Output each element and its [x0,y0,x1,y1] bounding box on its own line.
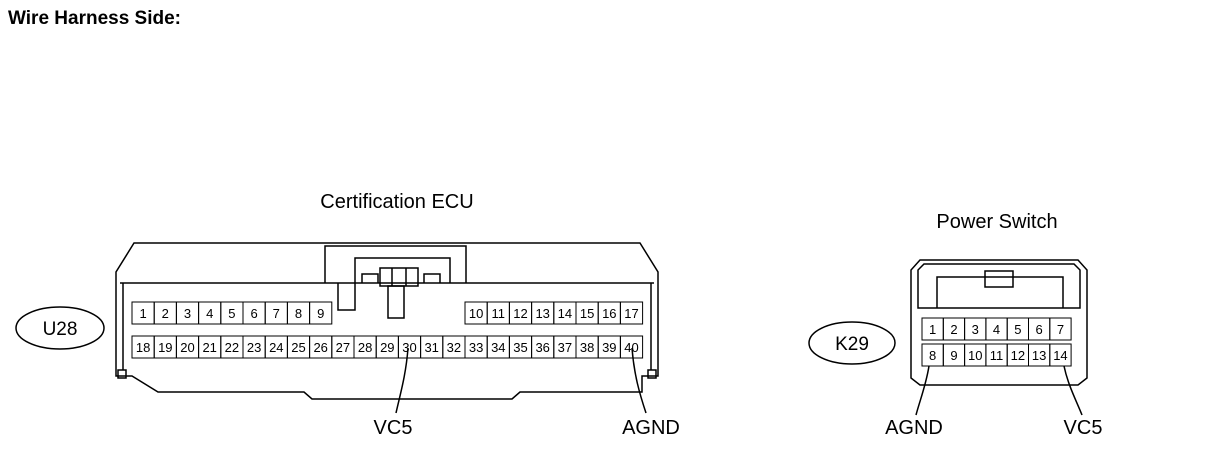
power-switch-connector [910,259,1088,386]
ecu-pin-17: 17 [624,306,638,321]
switch-housing-outline [910,259,1088,386]
switch-connector-code: K29 [835,334,869,355]
ecu-pin-6: 6 [250,306,257,321]
ecu-pin-32: 32 [447,340,461,355]
ecu-pin-40-cell [619,335,644,359]
ecu-pin-34: 34 [491,340,505,355]
switch-pin-10: 10 [968,348,982,363]
ecu-pin-39: 39 [602,340,616,355]
switch-latch-outer [917,263,1081,309]
switch-pin-9: 9 [950,348,957,363]
ecu-pin-17-cell [619,301,644,325]
switch-pin-1: 1 [929,322,936,337]
ecu-pin-37: 37 [558,340,572,355]
ecu-pin-24: 24 [269,340,283,355]
ecu-pin-33: 33 [469,340,483,355]
ecu-pin-28: 28 [358,340,372,355]
switch-pin-5: 5 [1014,322,1021,337]
ecu-pin-31: 31 [424,340,438,355]
ecu-agnd-leader [631,347,647,414]
ecu-pin-26: 26 [313,340,327,355]
ecu-pin-3: 3 [184,306,191,321]
ecu-pin-27: 27 [336,340,350,355]
ecu-leader-lines [395,347,647,414]
switch-vc5-leader [1063,365,1083,416]
ecu-latch-inner [337,257,451,311]
ecu-pin-2: 2 [162,306,169,321]
ecu-vc5-leader [395,347,409,414]
switch-pin-2: 2 [950,322,957,337]
ecu-pin-20: 20 [180,340,194,355]
ecu-latch-stem [387,285,405,319]
ecu-connector-code: U28 [43,319,78,340]
ecu-right-foot [647,369,657,379]
ecu-pin-36: 36 [535,340,549,355]
ecu-pin-5: 5 [228,306,235,321]
ecu-pin-1: 1 [139,306,146,321]
ecu-pin-10: 10 [469,306,483,321]
switch-pin-13: 13 [1032,348,1046,363]
ecu-latch-tab-left [361,273,379,283]
switch-latch-block [984,270,1014,288]
ecu-pin-23: 23 [247,340,261,355]
switch-pin-14-cell [1049,343,1072,367]
ecu-pin-13: 13 [535,306,549,321]
switch-pin-4: 4 [993,322,1000,337]
ecu-latch-outer [324,245,467,283]
ecu-pin-38: 38 [580,340,594,355]
switch-pin-8: 8 [929,348,936,363]
ecu-agnd-label: AGND [622,417,680,439]
ecu-pin-4: 4 [206,306,213,321]
switch-pin-7: 7 [1057,322,1064,337]
ecu-pin-19: 19 [158,340,172,355]
ecu-code-oval [15,306,105,350]
switch-pin-6: 6 [1036,322,1043,337]
ecu-pin-8: 8 [295,306,302,321]
ecu-housing-outline [115,242,659,400]
switch-code-oval [808,321,896,365]
switch-title: Power Switch [936,211,1057,233]
ecu-vc5-label: VC5 [374,417,413,439]
ecu-pin-15: 15 [580,306,594,321]
ecu-latch-tab [423,273,441,283]
ecu-pin-21: 21 [202,340,216,355]
ecu-pin-11: 11 [492,306,506,321]
ecu-pin-30: 30 [402,340,416,355]
ecu-pin-29: 29 [380,340,394,355]
ecu-pin-35: 35 [513,340,527,355]
certification-ecu-connector [115,242,659,400]
switch-agnd-label: AGND [885,417,943,439]
page-title: Wire Harness Side: [8,8,182,29]
switch-pin-12: 12 [1011,348,1025,363]
ecu-pin-16: 16 [602,306,616,321]
switch-latch-inner [936,276,1064,308]
ecu-pin-25: 25 [291,340,305,355]
ecu-pin-9-cell [309,301,333,325]
ecu-left-foot [117,369,127,379]
switch-agnd-leader [915,365,930,416]
ecu-pin-7: 7 [273,306,280,321]
switch-pin-7-cell [1049,317,1072,341]
switch-pin-11: 11 [990,348,1004,363]
switch-pin-3: 3 [972,322,979,337]
ecu-pin-40: 40 [624,340,638,355]
ecu-pin-9: 9 [317,306,324,321]
ecu-pin-12: 12 [513,306,527,321]
ecu-title: Certification ECU [320,191,473,213]
ecu-pin-22: 22 [225,340,239,355]
switch-leader-lines [915,365,1083,416]
ecu-pin-18: 18 [136,340,150,355]
ecu-pin-14: 14 [558,306,572,321]
switch-vc5-label: VC5 [1064,417,1103,439]
switch-pin-14: 14 [1053,348,1067,363]
